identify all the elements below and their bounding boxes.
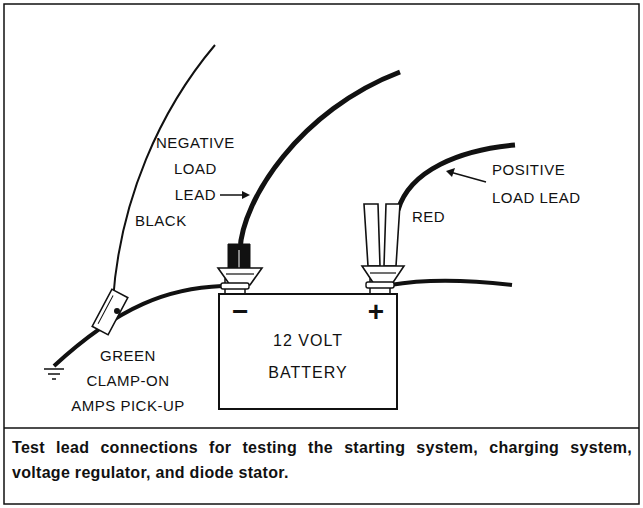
lead-label: POSITIVE LOAD LEAD — [492, 156, 587, 212]
battery-box: − +12 VOLT BATTERY — [218, 293, 398, 410]
black-clamp — [218, 244, 262, 289]
figure-caption: Test lead connections for testing the st… — [12, 435, 632, 485]
red-clamp — [362, 204, 404, 288]
arrowhead — [446, 168, 455, 177]
lead-label: NEGATIVE LOAD LEAD — [156, 130, 235, 208]
pickup-label: GREEN CLAMP-ON AMPS PICK-UP — [68, 343, 188, 418]
color-label: BLACK — [135, 208, 187, 233]
terminal-sign: + — [368, 297, 384, 327]
color-label: RED — [412, 204, 445, 229]
arrowhead — [242, 191, 250, 199]
ground-symbol — [44, 369, 64, 379]
caption-divider — [4, 427, 639, 429]
terminal-sign: − — [232, 297, 248, 327]
pickup-dot — [114, 308, 120, 314]
positive-cable — [390, 280, 512, 285]
amps-pickup-clamp — [92, 289, 128, 335]
battery-label: 12 VOLT BATTERY — [256, 325, 360, 389]
frame — [4, 4, 639, 504]
leader-arrow — [450, 172, 486, 182]
